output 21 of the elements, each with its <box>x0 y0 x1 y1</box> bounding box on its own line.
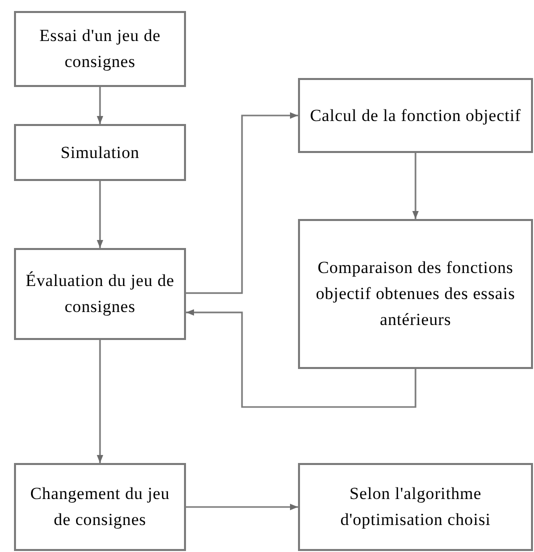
box-label: Calcul de la fonction objectif <box>310 104 521 127</box>
arrow <box>96 181 104 248</box>
arrow <box>96 87 104 124</box>
process-box <box>298 219 533 369</box>
process-box <box>14 124 186 181</box>
box-label: Changement du jeu de consignes <box>29 483 171 531</box>
box-label: Simulation <box>60 142 140 164</box>
process-box <box>14 248 186 340</box>
process-box <box>298 463 533 551</box>
process-box <box>298 78 533 153</box>
process-box <box>14 463 186 551</box>
arrow <box>186 309 416 408</box>
process-box <box>14 11 186 87</box>
arrow <box>412 153 419 219</box>
box-label: Comparaison des fonctions objectif obtenues des essais antérieurs <box>314 257 516 331</box>
box-label: Essai d'un jeu de consignes <box>38 25 162 73</box>
arrow <box>96 340 104 463</box>
arrow <box>186 112 298 294</box>
arrow <box>186 504 298 510</box>
box-label: Selon l'algorithme d'optimisation choisi <box>339 483 492 531</box>
box-label: Évaluation du jeu de consignes <box>24 270 176 318</box>
